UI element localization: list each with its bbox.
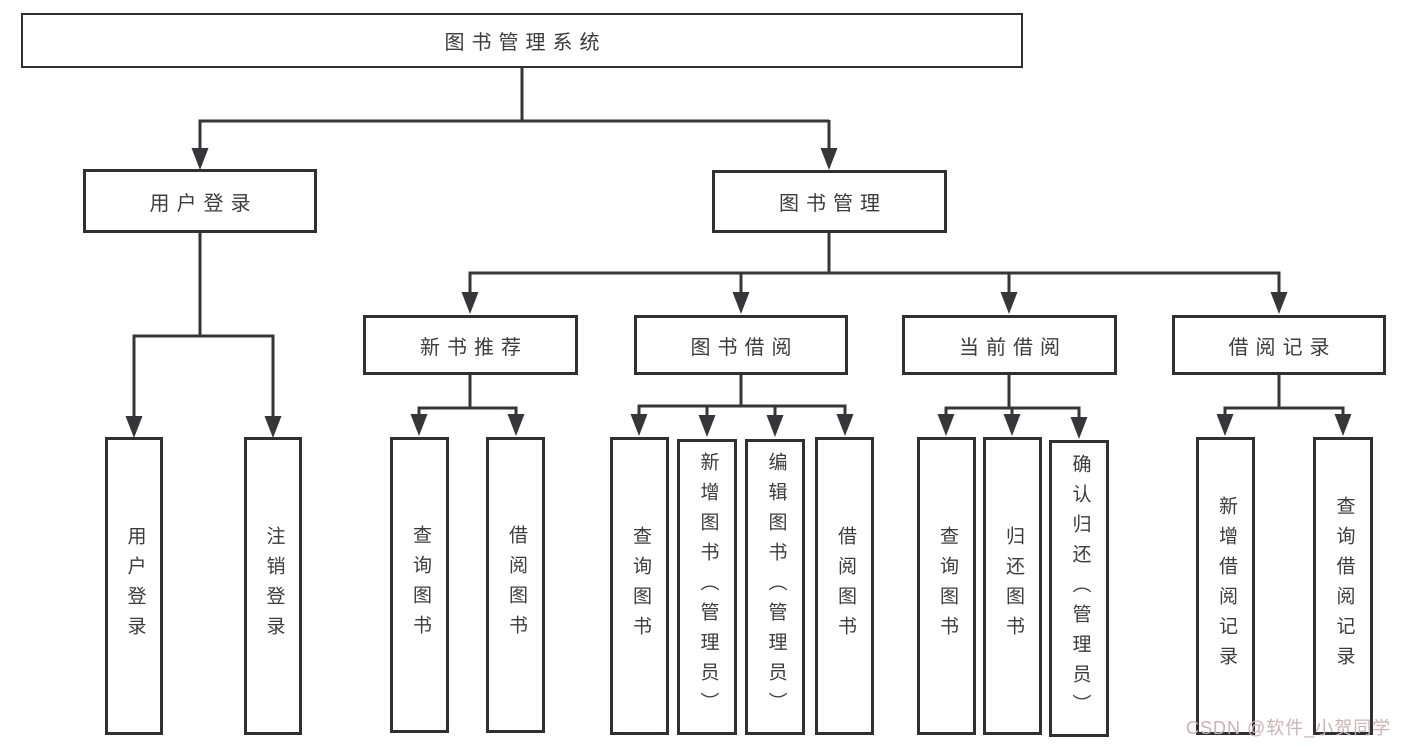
csdn-watermark: CSDN @软件_小贺同学 — [1186, 718, 1392, 738]
node-label: 图书借阅 — [690, 336, 799, 359]
node-new-book-recommend: 新书推荐 — [363, 315, 578, 375]
leaf-label: 新增借阅记录 — [1215, 496, 1237, 676]
leaf-label: 归还图书 — [1002, 526, 1024, 646]
leaf-label: 确认归还（管理员） — [1069, 453, 1091, 724]
leaf-query-books-recommend: 查询图书 — [390, 437, 449, 733]
leaf-label: 新增图书（管理员） — [697, 452, 719, 722]
node-label: 新书推荐 — [420, 336, 528, 359]
leaf-query-borrow-record: 查询借阅记录 — [1313, 437, 1373, 735]
node-user-login: 用户登录 — [83, 169, 317, 233]
leaf-borrow-books-recommend: 借阅图书 — [486, 437, 545, 733]
leaf-label: 借阅图书 — [834, 526, 856, 646]
node-borrow-records: 借阅记录 — [1172, 315, 1386, 375]
node-label: 图书管理系统 — [444, 32, 607, 54]
leaf-label: 查询图书 — [409, 525, 431, 645]
node-current-borrow: 当前借阅 — [902, 315, 1117, 375]
leaf-label: 查询图书 — [936, 526, 958, 646]
leaf-add-books-admin: 新增图书（管理员） — [677, 439, 737, 735]
leaf-return-books: 归还图书 — [983, 437, 1042, 735]
leaf-confirm-return-admin: 确认归还（管理员） — [1049, 440, 1109, 737]
node-book-management: 图书管理 — [712, 170, 947, 233]
node-label: 用户登录 — [149, 192, 258, 215]
leaf-edit-books-admin: 编辑图书（管理员） — [745, 439, 805, 735]
leaf-label: 借阅图书 — [505, 525, 527, 645]
node-book-borrow: 图书借阅 — [634, 315, 848, 375]
leaf-label: 注销登录 — [263, 526, 285, 646]
leaf-query-books-current: 查询图书 — [917, 437, 976, 735]
leaf-user-login: 用户登录 — [105, 437, 163, 735]
leaf-borrow-books: 借阅图书 — [815, 437, 874, 735]
leaf-query-books-borrow: 查询图书 — [610, 437, 669, 735]
leaf-logout: 注销登录 — [244, 437, 302, 735]
node-library-management-system: 图书管理系统 — [21, 13, 1023, 68]
leaf-label: 用户登录 — [124, 526, 146, 646]
node-label: 借阅记录 — [1228, 336, 1337, 359]
leaf-label: 查询图书 — [629, 526, 651, 646]
node-label: 当前借阅 — [959, 336, 1067, 359]
leaf-label: 编辑图书（管理员） — [765, 452, 787, 722]
node-label: 图书管理 — [779, 193, 887, 215]
leaf-label: 查询借阅记录 — [1333, 496, 1355, 676]
leaf-add-borrow-record: 新增借阅记录 — [1196, 437, 1255, 735]
